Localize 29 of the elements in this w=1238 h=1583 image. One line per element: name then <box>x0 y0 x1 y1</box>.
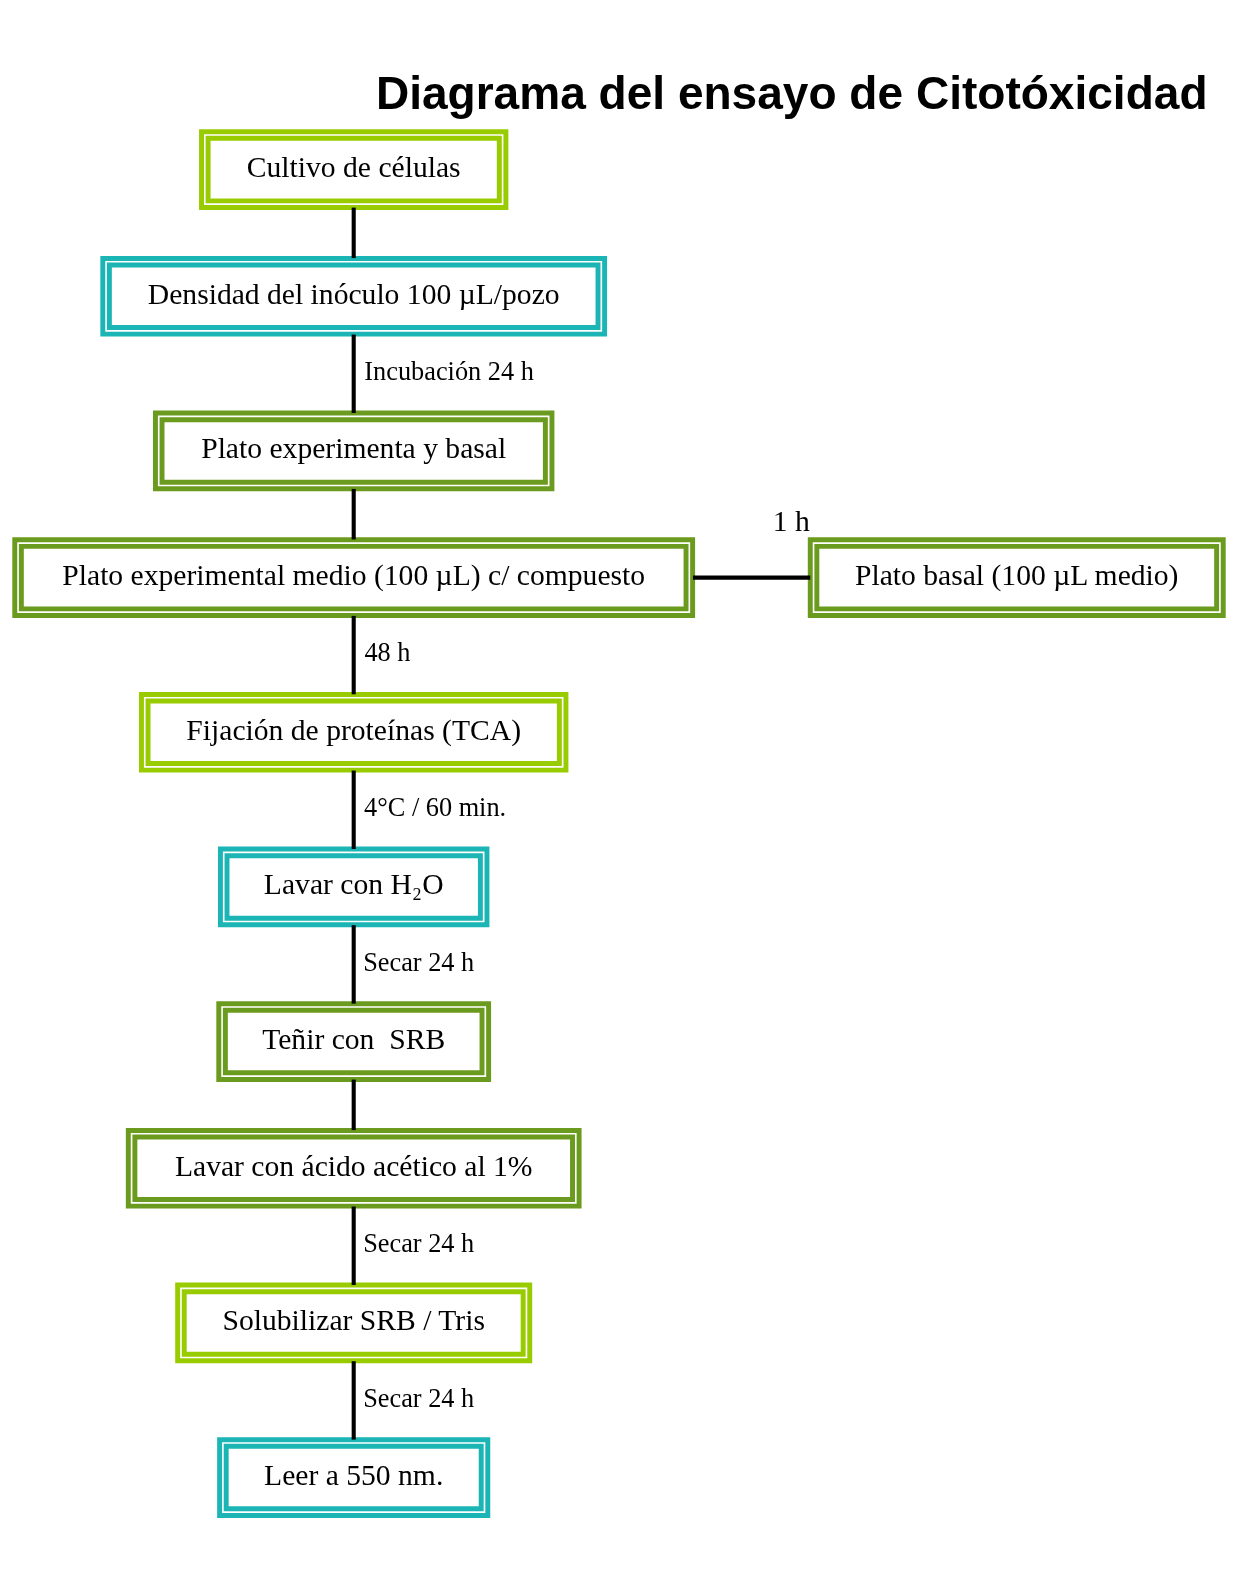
diagram-title: Diagrama del ensayo de Citotóxicidad <box>375 67 1208 120</box>
node-box: Fijación de proteínas (TCA) <box>139 691 569 773</box>
node-label: 1 h <box>772 504 810 537</box>
node-box: Densidad del inóculo 100 µL/pozo <box>100 255 608 337</box>
connector <box>351 334 356 413</box>
connector <box>351 770 356 849</box>
node-box: Leer a 550 nm. <box>217 1437 491 1518</box>
node-box: Cultivo de células <box>199 129 509 210</box>
edge-label: Secar 24 h <box>363 1228 475 1258</box>
connector <box>351 207 356 259</box>
connector <box>351 1206 356 1285</box>
node-box: Lavar con ácido acético al 1% <box>125 1127 582 1209</box>
connector <box>351 925 356 1004</box>
connector <box>351 1079 356 1131</box>
node-box: Plato basal (100 µL medio) <box>807 537 1226 618</box>
connector <box>693 575 811 580</box>
edge-label: Secar 24 h <box>363 947 475 977</box>
connector <box>351 488 356 540</box>
edge-label: 4°C / 60 min. <box>364 792 507 822</box>
node-box: Plato experimental medio (100 µL) c/ compuesto <box>12 537 696 618</box>
node-box: Solubilizar SRB / Tris <box>175 1282 533 1364</box>
node-box: Plato experimenta y basal <box>153 410 555 492</box>
node-box: Lavar con H₂O <box>217 846 490 928</box>
edge-label: 48 h <box>364 638 411 668</box>
connector <box>351 615 356 695</box>
edge-label: Incubación 24 h <box>364 356 534 386</box>
connector <box>351 1361 356 1440</box>
edge-label: Secar 24 h <box>363 1383 475 1413</box>
node-box: Teñir con SRB <box>216 1001 492 1082</box>
